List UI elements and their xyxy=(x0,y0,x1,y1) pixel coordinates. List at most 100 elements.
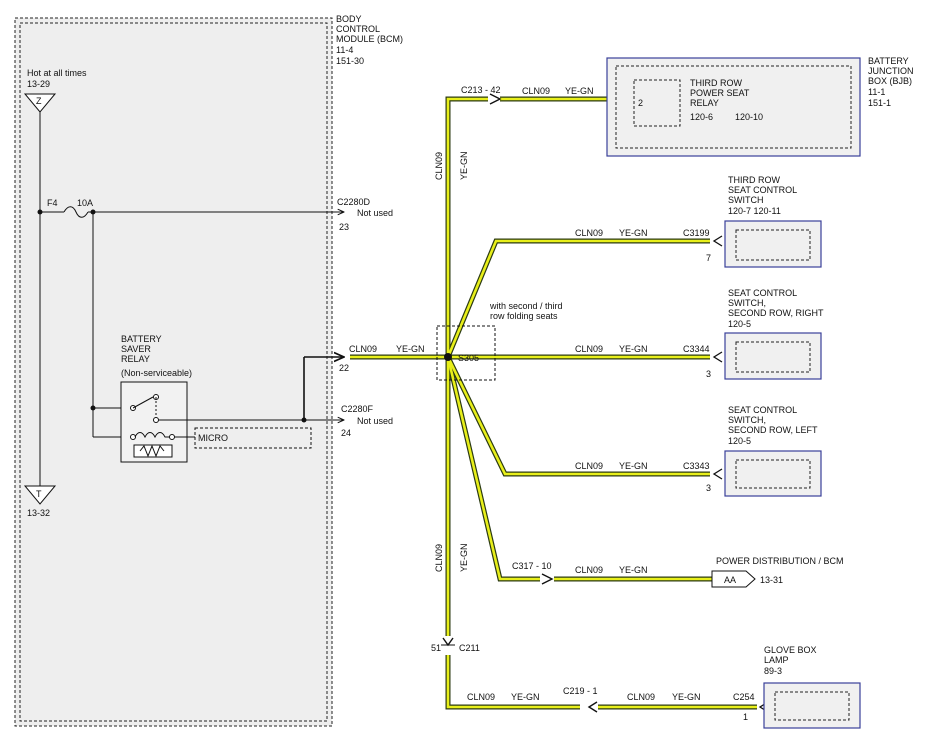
branch2-title-1: SEAT CONTROL xyxy=(728,288,797,298)
power-dist-ref: 13-31 xyxy=(760,575,783,585)
bjb-title-5: 151-1 xyxy=(868,98,891,108)
c211-arrow xyxy=(442,637,454,647)
hot-symbol-letter: Z xyxy=(36,96,42,106)
bjb-title-2: JUNCTION xyxy=(868,66,914,76)
bcm-title-4: 11-4 xyxy=(336,45,353,55)
branch2-ref: 120-5 xyxy=(728,319,751,329)
relay-title-4: (Non-serviceable) xyxy=(121,368,192,378)
relay-title-1: BATTERY xyxy=(121,334,162,344)
branch2-wire: CLN09 xyxy=(575,344,603,354)
bjb-relay-3: RELAY xyxy=(690,98,719,108)
glove-wire1: CLN09 xyxy=(467,692,495,702)
bjb-pin: 2 xyxy=(638,98,643,108)
branch1-color: YE-GN xyxy=(619,228,648,238)
c2280d-note: Not used xyxy=(357,208,393,218)
bjb-inner xyxy=(615,65,852,149)
bcm-out-color: YE-GN xyxy=(396,344,425,354)
branch3-color: YE-GN xyxy=(619,461,648,471)
branch1-conn: C3199 xyxy=(683,228,710,238)
branch3-title-3: SECOND ROW, LEFT xyxy=(728,425,818,435)
branch2-conn-arrow xyxy=(712,351,723,363)
bcm-out-pin: 22 xyxy=(339,363,349,373)
c211-label: C211 xyxy=(459,643,480,653)
branch-second-row-right: SEAT CONTROL SWITCH, SECOND ROW, RIGHT 1… xyxy=(575,288,824,380)
relay-coil-terminal-a xyxy=(130,434,136,440)
branch-power-distribution: C317 - 10 CLN09 YE-GN POWER DISTRIBUTION… xyxy=(512,556,844,588)
bcm-module: BODY CONTROL MODULE (BCM) 11-4 151-30 Ho… xyxy=(14,14,403,727)
bcm-out-wire: CLN09 xyxy=(349,344,377,354)
relay-coil xyxy=(134,432,170,439)
bjb-relay-2: POWER SEAT xyxy=(690,88,750,98)
bjb-box xyxy=(606,57,861,157)
c213-arrow xyxy=(489,93,502,105)
fuse-symbol xyxy=(63,206,89,218)
branch2-pin: 3 xyxy=(706,369,711,379)
wire-c219 xyxy=(446,655,580,709)
bjb-module: C213 - 42 CLN09 YE-GN 2 THIRD ROW POWER … xyxy=(461,56,914,157)
wire-c3199-edge xyxy=(445,238,710,358)
hot-label: Hot at all times xyxy=(27,68,87,78)
wire-c3199 xyxy=(446,239,710,358)
branch3-pin: 3 xyxy=(706,483,711,493)
bjb-relay-ref2: 120-10 xyxy=(735,112,763,122)
wire-trunk-up-edge xyxy=(445,96,488,357)
c219-arrow xyxy=(587,701,598,713)
bjb-relay-1: THIRD ROW xyxy=(690,78,742,88)
micro-label: MICRO xyxy=(198,433,228,443)
branch1-conn-arrow xyxy=(712,235,723,247)
c2280d-pin: 23 xyxy=(339,222,349,232)
bcm-title-1: BODY xyxy=(336,14,362,24)
glove-title-2: LAMP xyxy=(764,655,789,665)
harness-wires: CLN09 YE-GN CLN09 YE-GN CLN09 YE-GN xyxy=(349,96,757,710)
ground-symbol xyxy=(23,485,57,505)
relay-resistor xyxy=(139,444,165,458)
c2280f-pin: 24 xyxy=(341,428,351,438)
relay-resistor-box xyxy=(133,444,173,458)
glove-wire2: CLN09 xyxy=(627,692,655,702)
splice-note-1: with second / third xyxy=(489,301,563,311)
bjb-title-4: 11-1 xyxy=(868,87,885,97)
wire-c317 xyxy=(446,356,540,581)
branch3-ref: 120-5 xyxy=(728,436,751,446)
bcm-outline-inner xyxy=(19,22,328,722)
branch3-conn: C3343 xyxy=(683,461,710,471)
glove-color2: YE-GN xyxy=(672,692,701,702)
bjb-title-1: BATTERY xyxy=(868,56,909,66)
glove-title-1: GLOVE BOX xyxy=(764,645,817,655)
relay-switch-blade xyxy=(132,396,154,409)
c2280d-label: C2280D xyxy=(337,197,371,207)
third-row-switch-inner xyxy=(735,229,811,261)
glove-color1: YE-GN xyxy=(511,692,540,702)
splice-s305: S305 with second / third row folding sea… xyxy=(436,301,563,381)
branch2-conn: C3344 xyxy=(683,344,710,354)
ground-symbol-letter: T xyxy=(36,489,42,499)
power-dist-offpage-symbol xyxy=(711,570,756,588)
c213-label: C213 - 42 xyxy=(461,85,501,95)
c254-label: C254 xyxy=(733,692,755,702)
third-row-switch-box xyxy=(724,220,822,268)
second-row-right-inner xyxy=(735,341,811,373)
branch3-title-2: SWITCH, xyxy=(728,415,766,425)
second-row-right-box xyxy=(724,332,822,380)
ground-ref: 13-32 xyxy=(27,508,50,518)
trunk-lower-color: YE-GN xyxy=(459,543,469,572)
splice-name: S305 xyxy=(458,353,479,363)
c211-pin: 51 xyxy=(431,643,441,653)
c317-arrow xyxy=(541,573,554,585)
hot-ref: 13-29 xyxy=(27,79,50,89)
power-dist-symbol: AA xyxy=(724,575,736,585)
bcm-title-2: CONTROL xyxy=(336,24,380,34)
power-dist-label: POWER DISTRIBUTION / BCM xyxy=(716,556,844,566)
branch2-title-2: SWITCH, xyxy=(728,298,766,308)
splice-option-box xyxy=(436,325,496,381)
bjb-relay-ref1: 120-6 xyxy=(690,112,713,122)
c219-label: C219 - 1 xyxy=(563,686,598,696)
branch1-title-1: THIRD ROW xyxy=(728,175,780,185)
relay-coil-terminal-b xyxy=(169,434,175,440)
branch3-wire: CLN09 xyxy=(575,461,603,471)
branch1-title-2: SEAT CONTROL xyxy=(728,185,797,195)
splice-note-2: row folding seats xyxy=(490,311,558,321)
glove-title-3: 89-3 xyxy=(764,666,782,676)
splice-dot xyxy=(444,353,452,361)
